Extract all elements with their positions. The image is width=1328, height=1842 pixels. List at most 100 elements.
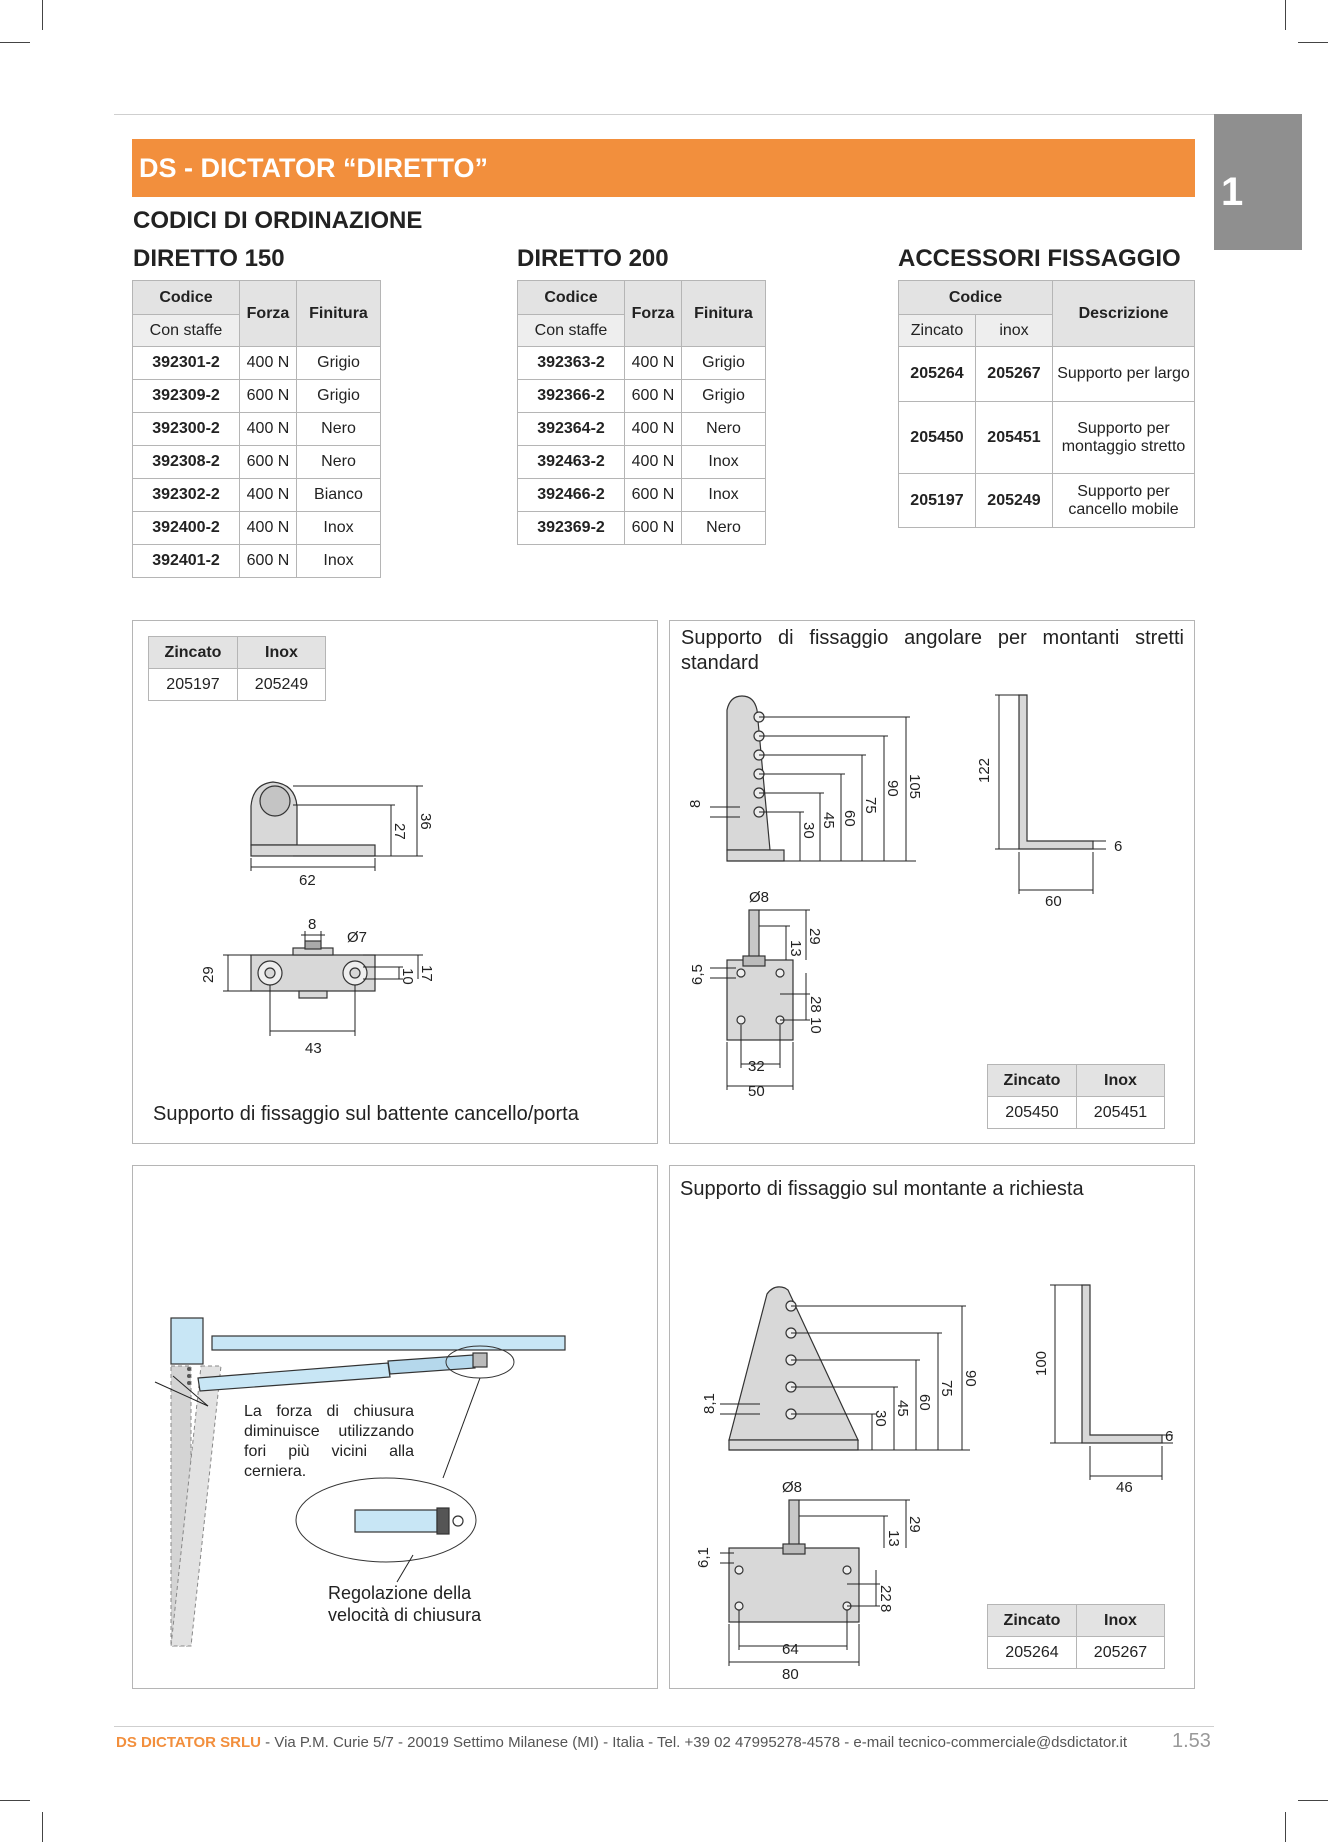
subtitle: CODICI DI ORDINAZIONE: [133, 207, 423, 234]
force-cell: 600 N: [624, 379, 682, 413]
page-title: DS - DICTATOR “DIRETTO”: [132, 139, 1195, 197]
dim-29: 29: [906, 1516, 923, 1533]
crop-mark: [1285, 0, 1286, 30]
diretto200-table: Codice Forza Finitura Con staffe 392363-…: [517, 280, 766, 545]
zincato-code: 205450: [987, 1096, 1077, 1129]
col-code: Codice: [898, 280, 1053, 315]
page-number: 1.53: [1172, 1730, 1211, 1752]
col-desc: Descrizione: [1052, 280, 1195, 347]
inox-code: 205249: [975, 473, 1053, 528]
diretto150-heading: DIRETTO 150: [133, 245, 285, 272]
code-cell: 392302-2: [132, 478, 240, 512]
dim-50: 50: [748, 1083, 765, 1100]
top-rule: [114, 114, 1214, 115]
dim-27: 27: [391, 823, 408, 840]
force-cell: 600 N: [624, 478, 682, 512]
dim-60: 60: [841, 810, 858, 827]
col-code-sub: Con staffe: [132, 314, 240, 347]
dim-64: 64: [782, 1641, 799, 1658]
inox-code: 205451: [975, 401, 1053, 474]
col-code-sub: Con staffe: [517, 314, 625, 347]
dim-122: 122: [976, 758, 993, 783]
code-cell: 392308-2: [132, 445, 240, 479]
zincato-code: 205264: [898, 346, 976, 402]
finish-cell: Inox: [681, 445, 766, 479]
panel1-caption: Supporto di fissaggio sul battente cance…: [153, 1103, 579, 1125]
dim-100: 100: [1033, 1351, 1050, 1376]
crop-mark: [42, 1812, 43, 1842]
panel2-caption: Supporto di fissaggio angolare per monta…: [681, 627, 1184, 674]
dim-28: 28: [807, 996, 824, 1013]
accessori-heading: ACCESSORI FISSAGGIO: [898, 245, 1181, 272]
col-force: Forza: [239, 280, 297, 347]
force-cell: 400 N: [624, 412, 682, 446]
force-cell: 400 N: [624, 445, 682, 479]
inox-code: 205267: [975, 346, 1053, 402]
dim-8: 8: [687, 800, 704, 808]
force-cell: 400 N: [239, 346, 297, 380]
description: Supporto per montaggio stretto: [1052, 401, 1195, 474]
code-cell: 392364-2: [517, 412, 625, 446]
force-cell: 400 N: [239, 478, 297, 512]
diretto200-heading: DIRETTO 200: [517, 245, 669, 272]
dim-29: 29: [200, 966, 217, 983]
dim-dia8: Ø8: [749, 889, 769, 906]
force-cell: 600 N: [239, 544, 297, 578]
crop-mark: [1285, 1812, 1286, 1842]
force-cell: 600 N: [239, 445, 297, 479]
finish-cell: Nero: [681, 412, 766, 446]
force-cell: 600 N: [624, 511, 682, 545]
finish-cell: Inox: [296, 544, 381, 578]
finish-cell: Grigio: [681, 379, 766, 413]
col-code: Codice: [517, 280, 625, 315]
dim-75: 75: [862, 797, 879, 814]
dim-22: 22: [877, 1585, 894, 1602]
panel4-code-table: Zincato Inox 205264 205267: [987, 1604, 1165, 1669]
footer-company: DS DICTATOR SRLU: [116, 1734, 261, 1751]
zincato-code: 205197: [898, 473, 976, 528]
panel4-caption: Supporto di fissaggio sul montante a ric…: [680, 1178, 1084, 1200]
col-inox: Inox: [1076, 1604, 1165, 1637]
zincato-code: 205264: [987, 1636, 1077, 1669]
dim-dia7: Ø7: [347, 929, 367, 946]
dim-6: 6: [1165, 1428, 1173, 1445]
dim-45: 45: [894, 1400, 911, 1417]
col-finish: Finitura: [296, 280, 381, 347]
finish-cell: Nero: [681, 511, 766, 545]
finish-cell: Inox: [681, 478, 766, 512]
dim-90: 90: [962, 1370, 979, 1387]
col-inox: Inox: [237, 636, 326, 669]
col-force: Forza: [624, 280, 682, 347]
crop-mark: [42, 0, 43, 30]
col-zincato: Zincato: [987, 1604, 1077, 1637]
dim-30: 30: [800, 822, 817, 839]
dim-45: 45: [820, 812, 837, 829]
dim-75: 75: [938, 1380, 955, 1397]
crop-mark: [1298, 1800, 1328, 1801]
dim-8: 8: [877, 1604, 894, 1612]
code-cell: 392366-2: [517, 379, 625, 413]
dim-60b: 60: [1045, 893, 1062, 910]
footer-rule: [114, 1726, 1214, 1727]
crop-mark: [1298, 42, 1328, 43]
panel3-note-force: La forza di chiusura diminuisce utilizza…: [244, 1403, 414, 1480]
dim-80: 80: [782, 1666, 799, 1680]
dim-6-1: 6,1: [695, 1547, 712, 1568]
code-cell: 392463-2: [517, 445, 625, 479]
col-zincato: Zincato: [898, 314, 976, 347]
dim-13: 13: [787, 940, 804, 957]
panel4-drawing: 8,1 30 45 60 75 90 100 6 46 Ø8 13 29 6,1…: [695, 1284, 1173, 1680]
dim-105: 105: [906, 774, 923, 799]
finish-cell: Bianco: [296, 478, 381, 512]
panel3-note-speed: Regolazione della velocità di chiusura: [328, 1583, 482, 1625]
dim-8-1: 8,1: [701, 1393, 718, 1414]
code-cell: 392400-2: [132, 511, 240, 545]
